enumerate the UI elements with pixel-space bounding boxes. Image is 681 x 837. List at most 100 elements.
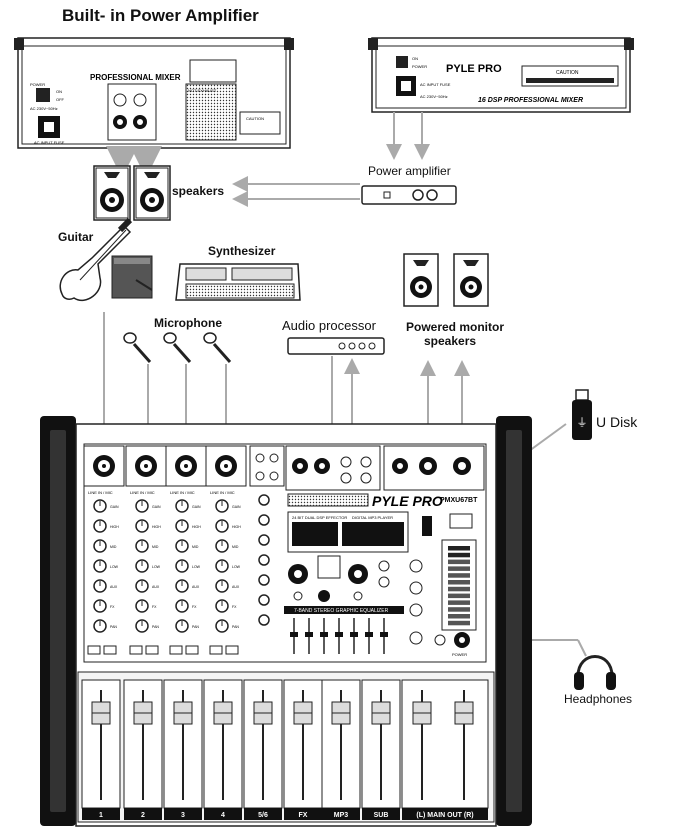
eq-knob [350, 632, 358, 637]
knob-label: GAIN [232, 505, 241, 509]
eq-knob [290, 632, 298, 637]
svg-text:CAUTION: CAUTION [246, 116, 264, 121]
label-guitar: Guitar [58, 230, 94, 244]
fader-label: MP3 [334, 812, 349, 819]
label-microphone: Microphone [154, 316, 222, 330]
knob-label: HIGH [152, 525, 161, 529]
knob-label: FX [232, 605, 237, 609]
knob-label: GAIN [110, 505, 119, 509]
eq-knob [335, 632, 343, 637]
fader-channel: 4 [203, 679, 243, 820]
knob-label: HIGH [232, 525, 241, 529]
meter-segment [448, 600, 470, 605]
fader-label: 5/6 [258, 812, 268, 819]
headphones-icon [574, 655, 616, 690]
mixer-channels: LINE IN / MIC GAIN HIGH MID LOW AUX FX PAN LINE … [83, 445, 270, 655]
svg-text:CAUTION: CAUTION [556, 70, 579, 76]
knob [258, 574, 270, 586]
svg-text:NOT EXHAUST: NOT EXHAUST [188, 88, 217, 93]
meter-segment [448, 566, 470, 571]
knob-label: LOW [110, 565, 119, 569]
knob-label: PAN [192, 625, 199, 629]
rear-panel-right: ON POWER AC INPUT FUSE AC 230V~50Hz PYLE… [368, 37, 634, 113]
label-audio-processor: Audio processor [282, 318, 376, 333]
eq-title: 7-BAND STEREO GRAPHIC EQUALIZER [294, 608, 389, 614]
rear-left-heading: PROFESSIONAL MIXER [90, 73, 181, 82]
label-synthesizer: Synthesizer [208, 244, 276, 258]
guitar-amp-icon [111, 255, 153, 299]
knob-label: MID [152, 545, 159, 549]
knob-label: PAN [110, 625, 117, 629]
svg-text:POWER: POWER [412, 64, 427, 69]
knob [258, 514, 270, 526]
svg-text:POWER: POWER [452, 652, 467, 657]
meter-segment [448, 586, 470, 592]
knob-label: LOW [192, 565, 201, 569]
rear-panel-left: PROFESSIONAL MIXER POWER ON OFF AC 230V~… [14, 37, 294, 149]
svg-text:ON: ON [412, 56, 418, 61]
knob [258, 494, 270, 506]
label-speakers: speakers [172, 184, 225, 198]
audio-processor [287, 337, 385, 355]
knob-label: LOW [152, 565, 161, 569]
knob-label: AUX [152, 585, 160, 589]
label-powered-monitor-2: speakers [424, 334, 477, 348]
svg-text:AC 230V~50Hz: AC 230V~50Hz [30, 106, 58, 111]
knob-label: LOW [232, 565, 241, 569]
knob-label: GAIN [152, 505, 161, 509]
usb-disk-icon: ⏚ [572, 389, 592, 440]
knob-label: HIGH [110, 525, 119, 529]
label-power-amplifier: Power amplifier [368, 164, 451, 178]
eq-knob [380, 632, 388, 637]
fader-label: 4 [221, 812, 225, 819]
knob-label: GAIN [192, 505, 201, 509]
knob [258, 554, 270, 566]
svg-text:POWER: POWER [30, 82, 45, 87]
knob [258, 534, 270, 546]
svg-text:PMXU67BT: PMXU67BT [440, 497, 478, 504]
svg-text:OFF: OFF [56, 97, 65, 102]
fader-channel: 3 [163, 679, 203, 820]
label-powered-monitor-1: Powered monitor [406, 320, 505, 334]
power-switch-icon [396, 56, 408, 68]
mixer-brand: PYLE PRO [372, 493, 443, 509]
channel-input-label: LINE IN / MIC [130, 490, 155, 495]
label-headphones: Headphones [564, 692, 633, 706]
fader-label: SUB [374, 812, 389, 819]
knob-label: HIGH [192, 525, 201, 529]
speakers-passive [93, 165, 171, 221]
eq-knob [320, 632, 328, 637]
fader-label: 2 [141, 812, 145, 819]
powered-monitors [403, 253, 489, 307]
diagram-title: Built- in Power Amplifier [62, 6, 259, 25]
eq-knob [305, 632, 313, 637]
knob [258, 614, 270, 626]
knob-label: MID [232, 545, 239, 549]
fader-label: 3 [181, 812, 185, 819]
meter-segment [448, 573, 470, 578]
eq-knob [365, 632, 373, 637]
svg-text:24 BIT DUAL DSP EFFECTOR: 24 BIT DUAL DSP EFFECTOR [292, 515, 347, 520]
fader-channel: 5/6 [243, 679, 283, 820]
channel-input-label: LINE IN / MIC [170, 490, 195, 495]
fader-channel: FX [283, 679, 323, 820]
rear-right-brand: PYLE PRO [446, 63, 502, 75]
channel-input-label: LINE IN / MIC [210, 490, 235, 495]
meter-segment [448, 607, 470, 612]
power-switch-icon [36, 88, 50, 102]
knob-label: PAN [232, 625, 239, 629]
meter-segment [448, 559, 470, 565]
meter-segment [448, 546, 470, 551]
channel-input-label: LINE IN / MIC [88, 490, 113, 495]
meter-segment [448, 580, 470, 585]
svg-text:DIGITAL MP3 PLAYER: DIGITAL MP3 PLAYER [352, 515, 393, 520]
svg-text:ON: ON [56, 89, 62, 94]
knob-label: MID [192, 545, 199, 549]
meter-segment [448, 614, 470, 619]
meter-segment [448, 620, 470, 626]
